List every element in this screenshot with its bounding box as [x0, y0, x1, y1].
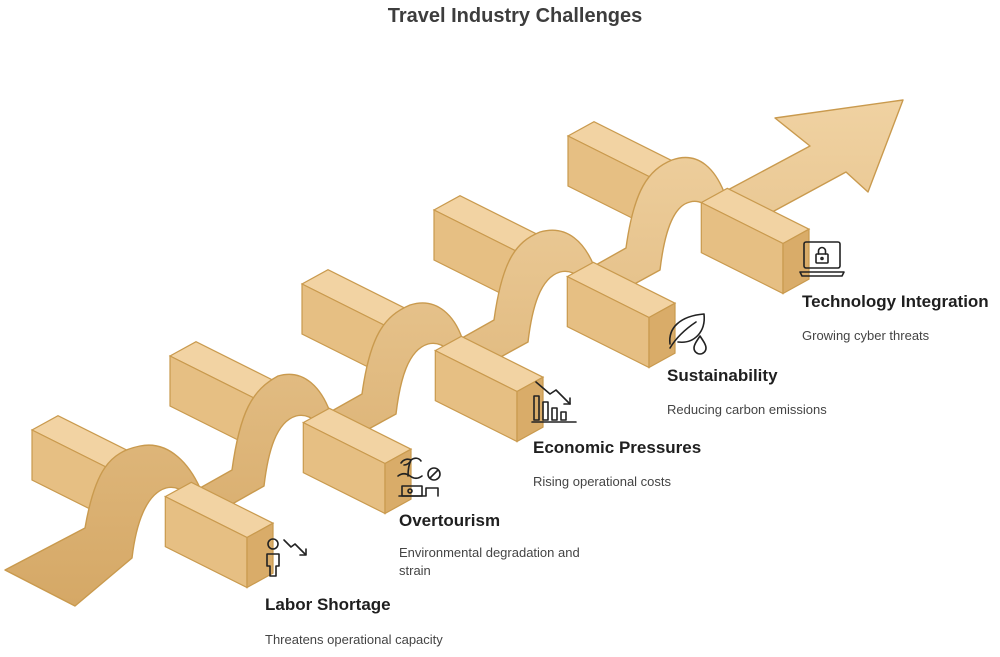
person-declining-arrow-icon	[262, 534, 310, 582]
stage-heading: Sustainability	[667, 366, 778, 385]
declining-bar-chart-icon	[530, 378, 578, 426]
crossing-block-end	[164, 481, 275, 589]
stage-description: Environmental degradation and strain	[399, 545, 580, 578]
stage-technology-integration: Technology Integration Growing cyber thr…	[802, 292, 998, 345]
stage-description: Growing cyber threats	[802, 328, 930, 343]
leaf-drop-icon	[664, 308, 712, 356]
crossing-block-end	[302, 407, 413, 515]
stage-heading: Overtourism	[399, 511, 501, 530]
laptop-lock-icon	[798, 236, 846, 284]
stage-overtourism: Overtourism Environmental degradation an…	[399, 511, 609, 580]
stage-labor-shortage: Labor Shortage Threatens operational cap…	[265, 595, 505, 649]
stage-sustainability: Sustainability Reducing carbon emissions	[667, 366, 887, 419]
stage-heading: Economic Pressures	[533, 438, 702, 457]
page-title: Travel Industry Challenges	[387, 5, 643, 27]
stage-description: Reducing carbon emissions	[667, 402, 827, 417]
crossing-block-end	[700, 187, 811, 295]
crossing-block-end	[566, 261, 677, 369]
stage-description: Rising operational costs	[533, 474, 672, 489]
stage-description: Threatens operational capacity	[265, 632, 443, 647]
crossing-block-end	[434, 335, 545, 443]
stage-economic-pressures: Economic Pressures Rising operational co…	[533, 438, 753, 491]
stage-heading: Technology Integration	[802, 292, 989, 311]
stage-heading: Labor Shortage	[265, 595, 391, 614]
crowded-beach-icon	[396, 454, 444, 502]
